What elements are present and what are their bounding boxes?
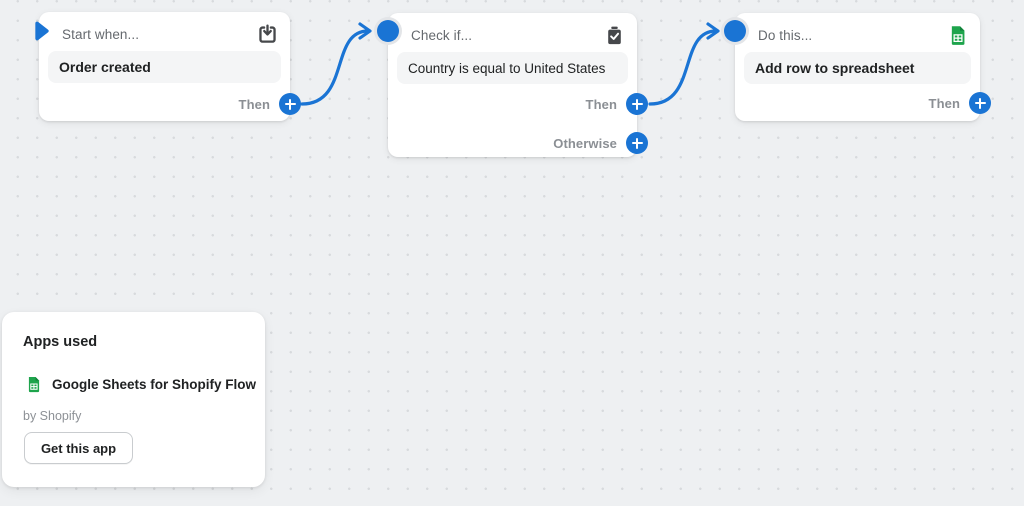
app-list-item[interactable]: Google Sheets for Shopify Flow <box>25 376 256 393</box>
clipboard-check-icon <box>604 25 625 46</box>
condition-value-field[interactable]: Country is equal to United States <box>397 52 628 84</box>
condition-input-port[interactable] <box>377 20 399 42</box>
then-label: Then <box>928 95 960 111</box>
app-name: Google Sheets for Shopify Flow <box>52 377 257 392</box>
google-sheets-icon <box>25 376 42 393</box>
condition-then-branch: Then <box>586 93 648 115</box>
google-sheets-icon <box>947 25 968 46</box>
add-step-then-button[interactable] <box>279 93 301 115</box>
trigger-play-icon <box>35 21 49 41</box>
action-card[interactable]: Do this... Add row to spreadsheet Then <box>724 13 991 121</box>
trigger-card[interactable]: Start when... Order created Then <box>35 12 301 121</box>
action-input-port[interactable] <box>724 20 746 42</box>
add-step-otherwise-button[interactable] <box>626 132 648 154</box>
then-label: Then <box>238 96 270 112</box>
import-icon <box>257 24 278 45</box>
then-label: Then <box>585 96 617 112</box>
trigger-then-branch: Then <box>239 93 301 115</box>
get-this-app-button[interactable]: Get this app <box>24 432 133 464</box>
add-step-then-button[interactable] <box>969 92 991 114</box>
action-then-branch: Then <box>929 92 991 114</box>
trigger-card-title: Start when... <box>62 26 140 42</box>
condition-card-title: Check if... <box>411 27 473 43</box>
action-value-field[interactable]: Add row to spreadsheet <box>744 52 971 84</box>
app-publisher: by Shopify <box>23 409 82 423</box>
action-card-title: Do this... <box>758 27 813 43</box>
apps-used-title: Apps used <box>23 334 98 350</box>
otherwise-label: Otherwise <box>553 135 617 151</box>
condition-card[interactable]: Check if... Country is equal to United S… <box>377 13 648 157</box>
add-step-then-button[interactable] <box>626 93 648 115</box>
action-value-label: Add row to spreadsheet <box>755 60 915 76</box>
trigger-value-label: Order created <box>59 59 151 75</box>
trigger-value-field[interactable]: Order created <box>48 51 281 83</box>
apps-used-panel: Apps used Google Sheets for Shopify Flow… <box>2 312 265 487</box>
condition-value-label: Country is equal to United States <box>408 60 606 76</box>
condition-otherwise-branch: Otherwise <box>553 132 648 154</box>
